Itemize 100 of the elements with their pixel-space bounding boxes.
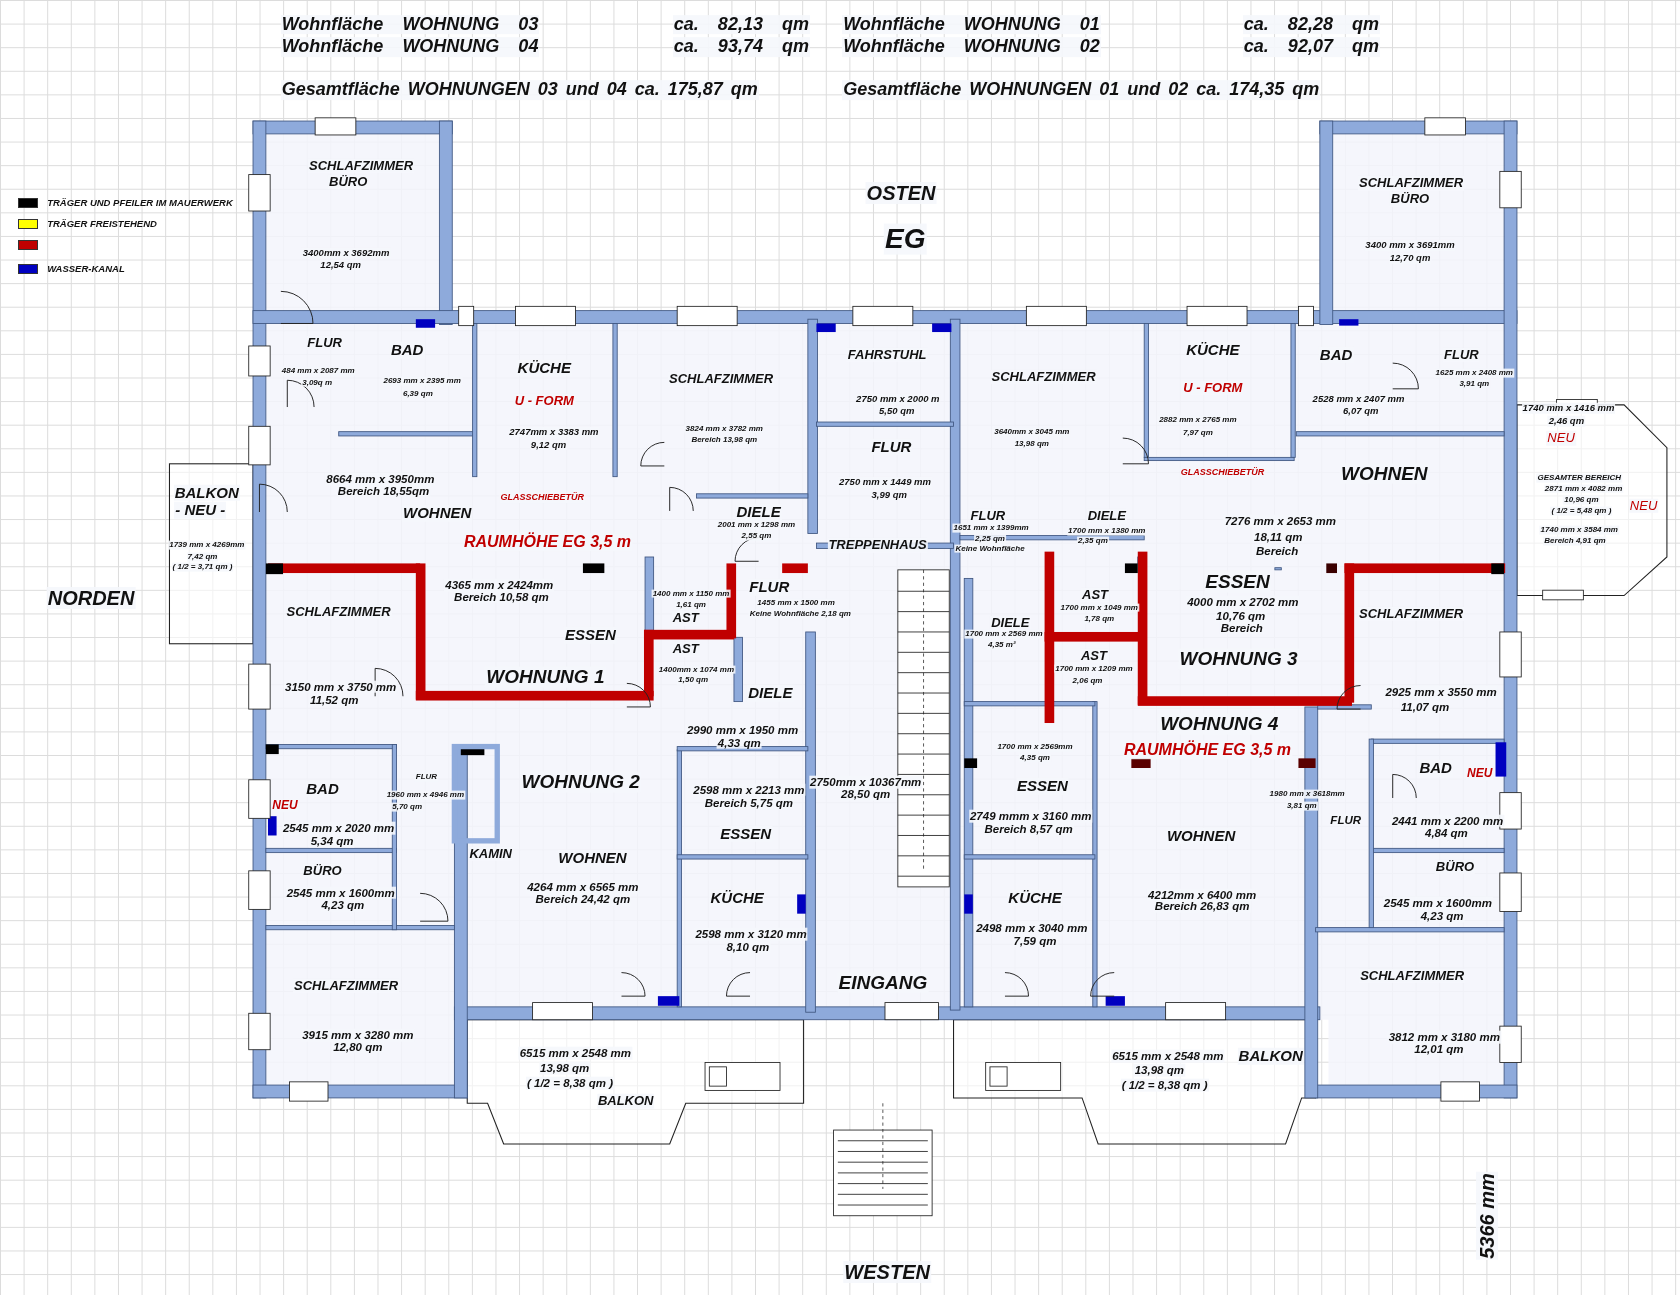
room-measurement: 1400mm x 1074 mm [657, 665, 735, 675]
area-summary: Wohnfläche WOHNUNG 03 [280, 14, 540, 35]
room-measurement: Bereich [1219, 621, 1264, 635]
room-measurement: 2750mm x 10367mm [809, 775, 923, 789]
room-measurement: 4,23 qm [1419, 909, 1465, 923]
room-measurement: 6,39 qm [401, 389, 434, 399]
room-measurement: FLUR [414, 772, 439, 782]
room-measurement: 2990 mm x 1950 mm [685, 723, 800, 736]
room-measurement: 2545 mm x 2020 mm [281, 821, 396, 835]
compass-direction: WESTEN [843, 1260, 931, 1283]
room-name: SCHLAFZIMMER [1359, 968, 1466, 984]
room-measurement: 8,10 qm [725, 940, 771, 954]
room-measurement: 12,70 qm [1388, 253, 1432, 264]
apartment-name: WOHNUNG 1 [485, 666, 606, 688]
room-measurement: 1455 mm x 1500 mm [756, 598, 836, 608]
room-measurement: Bereich 10,58 qm [453, 590, 550, 604]
area-summary: ca. 92,07 qm [1242, 37, 1380, 58]
room-measurement: 3824 mm x 3782 mm [684, 424, 764, 433]
room-measurement: 1700 mm x 2569mm [996, 742, 1074, 752]
room-note: U - FORM [1182, 380, 1244, 395]
area-summary: Wohnfläche WOHNUNG 02 [842, 37, 1101, 58]
room-measurement: 4,35 qm [1019, 753, 1051, 762]
room-measurement: Bereich 18,55qm [336, 484, 431, 497]
room-measurement: 3150 mm x 3750 mm [284, 680, 398, 694]
room-measurement: GESAMTER BEREICH [1536, 473, 1623, 483]
floor-label: EG [884, 223, 927, 255]
room-measurement: 2,25 qm [974, 534, 1006, 544]
room-measurement: Bereich 13,98 qm [690, 435, 759, 445]
room-measurement: 7276 mm x 2653 mm [1223, 514, 1337, 527]
room-name: SCHLAFZIMMER [293, 978, 400, 993]
room-measurement: Bereich 26,83 qm [1153, 900, 1251, 913]
room-measurement: 6515 mm x 2548 mm [518, 1046, 632, 1060]
ceiling-height-note: RAUMHÖHE EG 3,5 m [462, 533, 633, 551]
apartment-name: WOHNUNG 4 [1159, 713, 1280, 735]
dimension-label: 5366 mm [1476, 1172, 1499, 1260]
room-name: DIELE [1086, 509, 1127, 524]
room-measurement: 2,55 qm [740, 531, 773, 541]
room-measurement: 5,34 qm [309, 834, 355, 848]
room-measurement: 4,84 qm [1424, 826, 1469, 839]
room-measurement: 1400 mm x 1150 mm [651, 589, 731, 598]
room-measurement: 4,33 qm [716, 736, 762, 749]
room-name: FLUR [1443, 347, 1480, 362]
ceiling-height-note: RAUMHÖHE EG 3,5 m [1122, 741, 1293, 759]
room-measurement: 2441 mm x 2200 mm [1390, 814, 1505, 827]
room-measurement: 1980 mm x 3618mm [1268, 789, 1346, 799]
room-note: U - FORM [513, 393, 575, 408]
room-name: BALKON [173, 484, 240, 502]
new-marker: NEU [271, 799, 299, 813]
room-measurement: 2925 mm x 3550 mm [1384, 685, 1498, 699]
room-name: SCHLAFZIMMER [285, 604, 392, 619]
room-measurement: 13,98 qm [1013, 439, 1050, 448]
area-summary: Wohnfläche WOHNUNG 04 [280, 37, 540, 58]
room-measurement: 1,78 qm [1083, 614, 1116, 624]
room-measurement: 5,70 qm [391, 802, 424, 812]
room-name: AST [671, 611, 700, 626]
room-measurement: 1740 mm x 1416 mm [1521, 403, 1616, 414]
room-name: FLUR [306, 335, 343, 350]
room-measurement: 2528 mm x 2407 mm [1311, 393, 1406, 404]
room-name: AST [671, 642, 700, 657]
room-measurement: 6,07 qm [1342, 406, 1380, 417]
room-name: SCHLAFZIMMER [308, 158, 415, 174]
room-measurement: 12,80 qm [332, 1040, 384, 1054]
room-name: BAD [389, 342, 425, 359]
room-name: BÜRO [302, 863, 343, 879]
room-measurement: 13,98 qm [539, 1061, 591, 1075]
room-name: BÜRO [1434, 859, 1476, 874]
compass-direction: OSTEN [865, 181, 937, 204]
room-name: KÜCHE [1007, 889, 1063, 907]
room-measurement: 2882 mm x 2765 mm [1158, 415, 1238, 425]
room-measurement: 7,42 qm [186, 552, 219, 562]
room-measurement: 1740 mm x 3584 mm [1539, 525, 1619, 535]
room-name: BAD [305, 780, 340, 797]
room-measurement: 1,50 qm [677, 675, 710, 685]
room-measurement: 10,76 qm [1215, 609, 1267, 623]
compass-direction: NORDEN [46, 586, 136, 609]
room-measurement: 3,99 qm [870, 489, 908, 501]
room-name: FLUR [870, 438, 913, 456]
room-measurement: 2598 mm x 2213 mm [692, 783, 806, 796]
room-measurement: Keine Wohnfläche 2,18 qm [748, 609, 852, 619]
room-measurement: 4000 mm x 2702 mm [1186, 595, 1300, 609]
room-measurement: 3,81 qm [1285, 801, 1318, 811]
room-measurement: 4264 mm x 6565 mm [526, 880, 640, 894]
room-name: BALKON [1237, 1048, 1304, 1065]
room-name: WOHNEN [1165, 827, 1237, 844]
room-name: DIELE [747, 684, 794, 702]
room-measurement: 8664 mm x 3950mm [325, 472, 436, 486]
room-name: SCHLAFZIMMER [990, 370, 1097, 385]
room-measurement: 2545 mm x 1600mm [1382, 896, 1493, 910]
apartment-name: EINGANG [837, 972, 929, 993]
room-measurement: Bereich [1255, 544, 1300, 557]
area-summary: ca. 93,74 qm [672, 37, 810, 58]
room-measurement: 2498 mm x 3040 mm [975, 921, 1089, 935]
room-name: DIELE [735, 503, 782, 521]
room-measurement: Bereich 5,75 qm [703, 796, 795, 809]
room-measurement: Bereich 8,57 qm [983, 822, 1074, 836]
room-name: AST [1081, 587, 1109, 602]
room-name: TREPPENHAUS [827, 538, 928, 553]
room-name: ESSEN [719, 825, 773, 842]
room-measurement: 6515 mm x 2548 mm [1111, 1050, 1225, 1063]
room-name: FLUR [969, 509, 1007, 524]
